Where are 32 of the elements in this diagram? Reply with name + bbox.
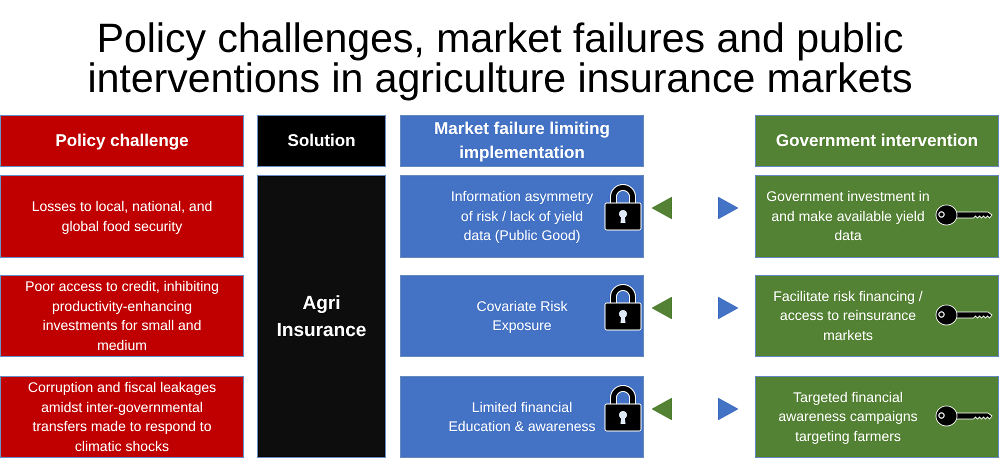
box-text: Government investment in and make available yield data xyxy=(765,187,931,246)
challenge-box xyxy=(0,275,244,357)
intervention-box xyxy=(755,175,999,258)
header-text: Market failure limiting implementation xyxy=(433,118,611,164)
failure-box xyxy=(400,376,644,458)
header-box xyxy=(755,115,999,167)
failure-box xyxy=(400,175,644,258)
double-arrow xyxy=(652,297,738,319)
title: Policy challenges, market failures and public interventions in agriculture insurance markets xyxy=(86,18,914,98)
solution-box xyxy=(257,175,386,458)
header-text: Solution xyxy=(288,130,356,152)
intervention-box xyxy=(755,376,999,458)
box-text: Covariate Risk Exposure xyxy=(475,296,569,335)
double-arrow xyxy=(652,398,738,420)
challenge-box xyxy=(0,376,244,458)
header-box xyxy=(257,115,386,167)
box-text: Limited financial Education & awareness xyxy=(447,398,597,436)
header-text: Government intervention xyxy=(776,130,978,152)
box-text: Information asymmetry of risk / lack of yield data (Public Good) xyxy=(450,187,594,246)
double-arrow xyxy=(652,197,738,219)
box-text: Agri Insurance xyxy=(276,292,368,342)
box-text: Targeted financial awareness campaigns targeting farmers xyxy=(777,388,919,446)
failure-box xyxy=(400,275,644,357)
box-text: Poor access to credit, inhibiting productivity-enhancing investments for small and medium xyxy=(24,277,220,354)
intervention-box xyxy=(755,275,999,357)
box-text: Corruption and fiscal leakages amidst inter-governmental transfers made to respond to climatic shocks xyxy=(26,378,218,456)
challenge-box xyxy=(0,175,244,258)
header-text: Policy challenge xyxy=(55,130,189,152)
box-text: Losses to local, national, and global food security xyxy=(30,197,214,236)
header-box xyxy=(0,115,244,167)
box-text: Facilitate risk financing / access to reinsurance markets xyxy=(772,286,924,345)
header-box xyxy=(400,115,644,167)
